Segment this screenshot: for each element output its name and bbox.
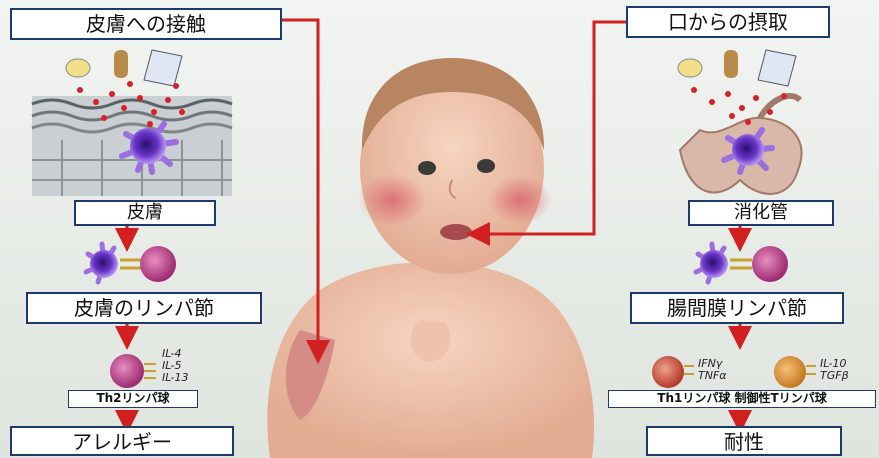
label-gut: 消化管 [688, 200, 834, 226]
allergen-icons-right [678, 50, 796, 86]
allergen-icons-left [66, 50, 182, 86]
baby-illustration [267, 58, 594, 458]
label-skin: 皮膚 [74, 200, 216, 226]
th1-cell [652, 356, 694, 388]
th1-cytokines: IFNγ TNFα [698, 358, 727, 382]
dc-t-interaction-right [696, 244, 788, 282]
cytokine-tnfa: TNFα [698, 370, 727, 382]
label-skin-lymph-node: 皮膚のリンパ節 [26, 292, 262, 324]
treg-cytokines: IL-10 TGFβ [820, 358, 849, 382]
label-skin-contact: 皮膚への接触 [10, 8, 282, 40]
cytokine-tgfb: TGFβ [820, 370, 849, 382]
cytokine-il13: IL-13 [162, 372, 189, 384]
th2-cell [110, 354, 156, 388]
label-th2: Th2リンパ球 [68, 390, 198, 408]
dc-t-interaction-left [86, 244, 176, 282]
treg-cell [774, 356, 816, 388]
label-th1-treg: Th1リンパ球 制御性Tリンパ球 [608, 390, 876, 408]
th2-cytokines: IL-4 IL-5 IL-13 [162, 348, 189, 384]
label-mesenteric-lymph-node: 腸間膜リンパ節 [630, 292, 844, 324]
label-allergy: アレルギー [10, 426, 234, 456]
label-tolerance: 耐性 [646, 426, 842, 456]
label-oral-intake: 口からの摂取 [626, 6, 830, 38]
